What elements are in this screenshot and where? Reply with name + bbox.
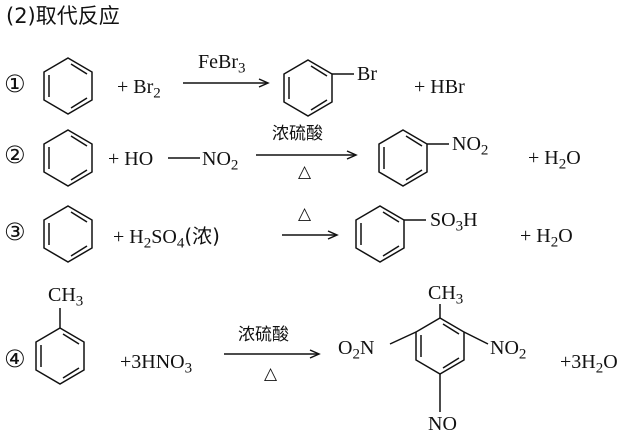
section-title: (2)取代反应	[6, 4, 120, 28]
toluene-methyl: CH3	[48, 284, 84, 310]
reagent-4: +3HNO3	[120, 351, 193, 377]
reagent-2b: NO2	[202, 148, 239, 174]
tnt-bottom-nitro: NO	[428, 413, 457, 435]
arrow-1	[183, 78, 270, 88]
byproduct-2: + H2O	[528, 147, 581, 173]
reaction-number-3: ③	[4, 218, 26, 246]
reagent-1: + Br2	[117, 76, 161, 102]
heat-2: △	[298, 162, 312, 182]
tnt-right-nitro: NO2	[490, 337, 527, 363]
reaction-number-1: ①	[4, 70, 26, 98]
tnt-left-nitro: O2N	[338, 337, 375, 363]
byproduct-4: +3H2O	[560, 351, 618, 377]
arrow-3	[282, 230, 339, 240]
substituent-3: SO3H	[430, 209, 478, 235]
reaction-number-4: ④	[4, 345, 26, 373]
benzene-ring-1	[43, 57, 93, 115]
catalyst-1: FeBr3	[198, 51, 246, 77]
heat-3: △	[298, 204, 312, 224]
substituent-1: Br	[357, 63, 377, 85]
arrow-4	[224, 349, 321, 359]
benzene-ring-2	[43, 129, 93, 187]
reaction-number-2: ②	[4, 141, 26, 169]
bromobenzene-ring	[283, 59, 354, 117]
tnt-ring	[389, 304, 489, 412]
reagent-2a: + HO	[108, 148, 154, 170]
byproduct-3: + H2O	[520, 225, 573, 251]
benzenesulfonic-ring	[355, 205, 426, 263]
heat-4: △	[264, 364, 278, 384]
arrow-2	[256, 150, 358, 160]
catalyst-4: 浓硫酸	[238, 325, 289, 345]
byproduct-1: + HBr	[414, 76, 465, 98]
substituent-2: NO2	[452, 133, 489, 159]
reagent-3: + H2SO4(浓)	[113, 224, 220, 252]
toluene-ring	[35, 308, 85, 385]
catalyst-2: 浓硫酸	[272, 124, 323, 144]
nitrobenzene-ring	[378, 129, 449, 187]
benzene-ring-3	[43, 205, 93, 263]
tnt-methyl: CH3	[428, 282, 464, 308]
